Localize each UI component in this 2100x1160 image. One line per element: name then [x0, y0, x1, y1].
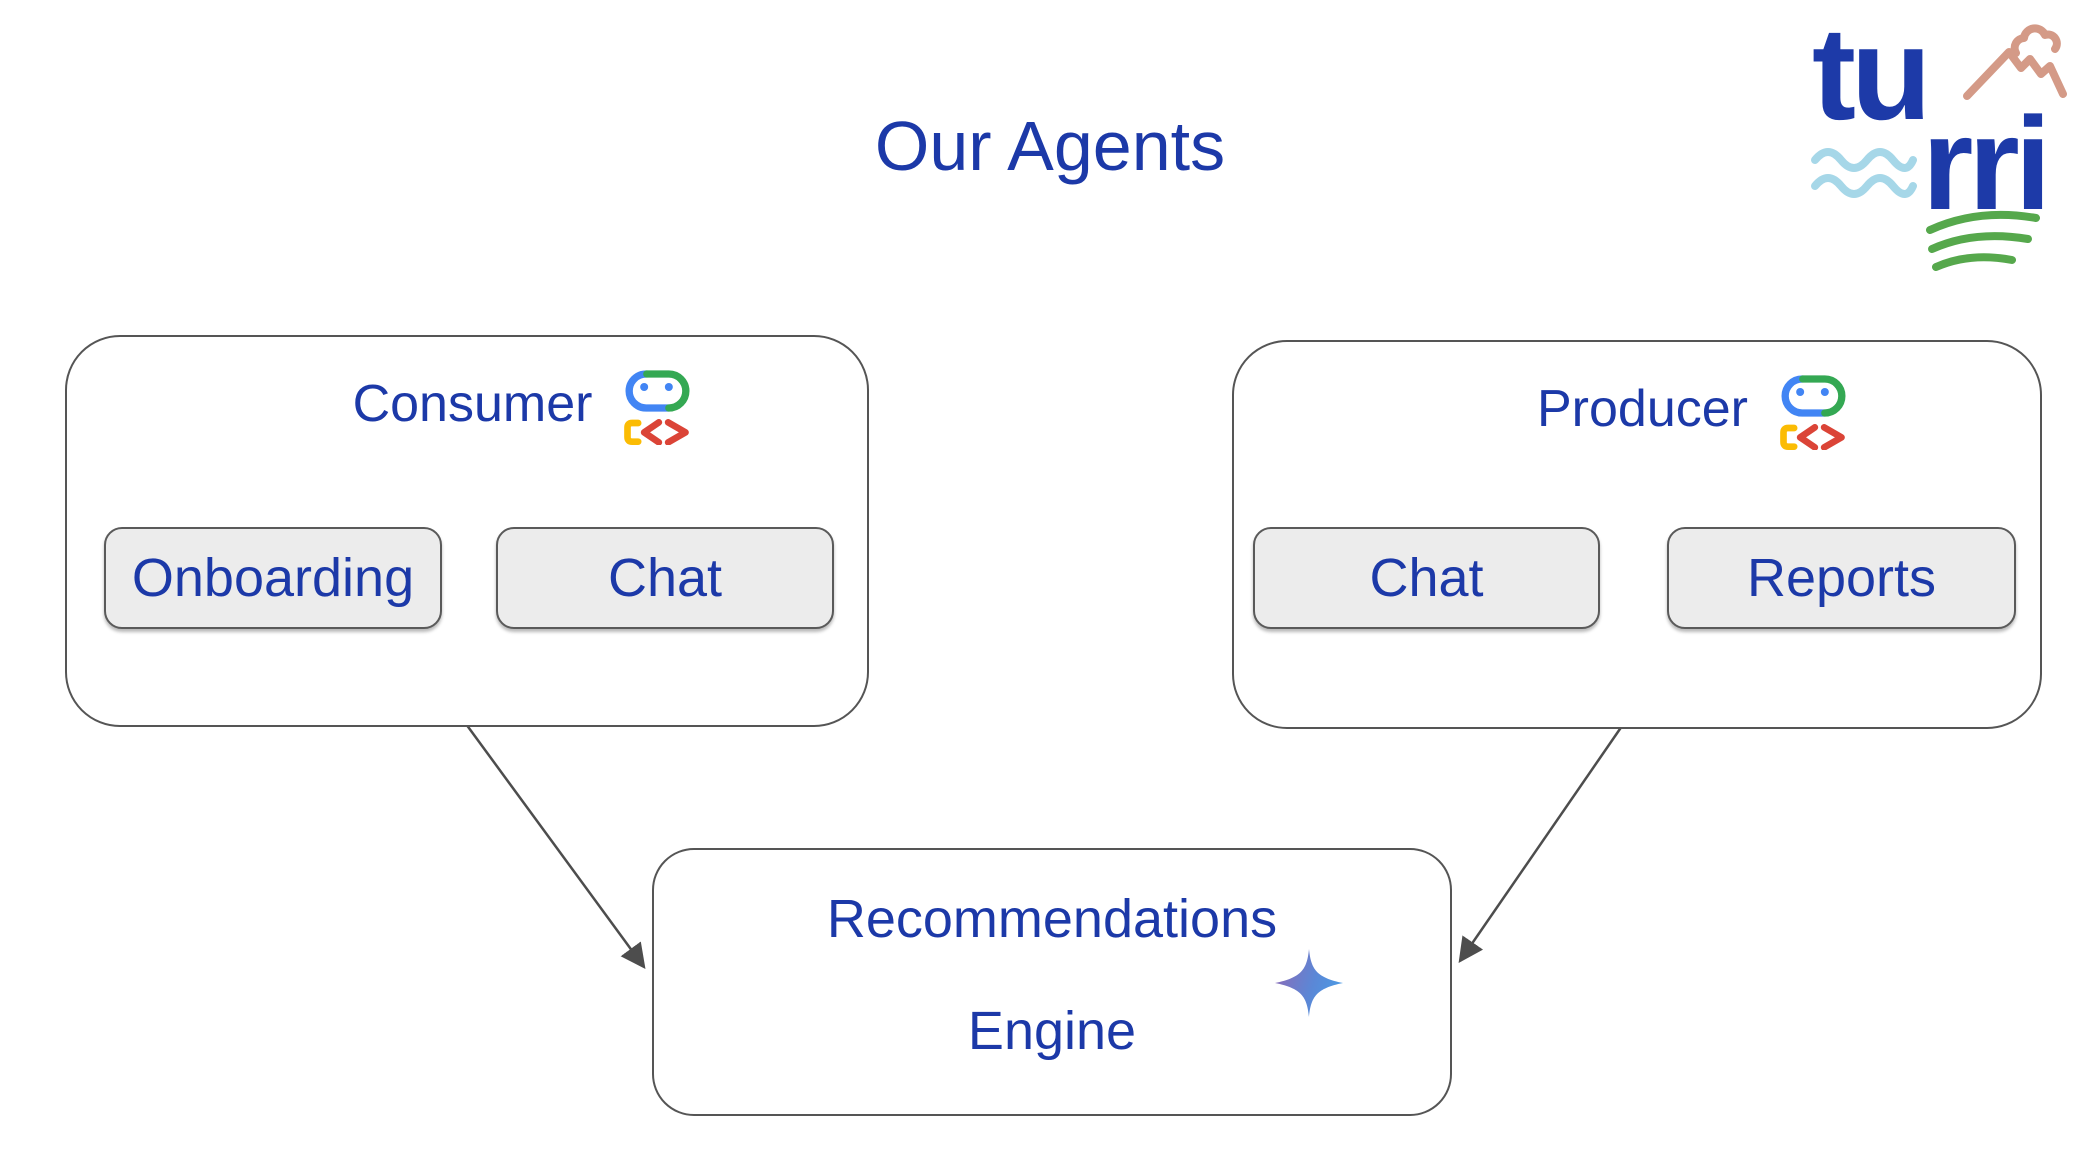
conversational-agent-robot-icon [624, 370, 690, 445]
edge-consumer-to-engine [464, 723, 646, 970]
producer-child-reports-label: Reports [1746, 548, 1937, 608]
field-rows-icon [1926, 210, 2040, 271]
recommendations-engine-node: Recommendations Engine [652, 848, 1452, 1116]
edge-producer-to-engine [1458, 725, 1624, 964]
consumer-child-chat: Chat [496, 527, 834, 629]
conversational-agent-robot-icon [1780, 375, 1846, 450]
consumer-label: Consumer [352, 375, 593, 433]
producer-child-chat: Chat [1253, 527, 1600, 629]
mountain-cloud-icon [1963, 24, 2067, 100]
producer-header: Producer [1289, 374, 2095, 450]
logo-text-line2: rri [1922, 90, 2051, 237]
producer-child-reports: Reports [1667, 527, 2016, 629]
logo-artwork [1811, 24, 2067, 271]
engine-label-line1: Recommendations [826, 889, 1278, 949]
producer-child-chat-label: Chat [1369, 548, 1484, 608]
engine-label-line2: Engine [967, 1001, 1137, 1061]
consumer-child-onboarding-label: Onboarding [131, 548, 415, 608]
gemini-sparkle-icon [1275, 949, 1343, 1017]
consumer-node: Consumer Onboarding Chat [65, 335, 869, 727]
consumer-child-onboarding: Onboarding [104, 527, 442, 629]
page-title: Our Agents [874, 107, 1226, 185]
producer-label: Producer [1537, 380, 1748, 438]
logo-text-line1: tu [1812, 0, 1932, 147]
water-waves-icon [1811, 148, 1917, 198]
producer-node: Producer Chat Reports [1232, 340, 2042, 729]
consumer-child-chat-label: Chat [607, 548, 723, 608]
consumer-header: Consumer [122, 369, 922, 445]
turri-logo: tu rri [1810, 8, 2088, 284]
